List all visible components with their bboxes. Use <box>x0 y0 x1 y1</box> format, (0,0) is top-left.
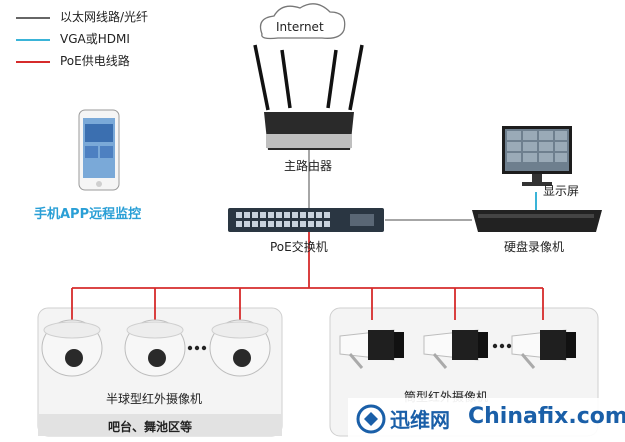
nvr-label: 硬盘录像机 <box>504 240 565 254</box>
legend-poe-swatch <box>16 60 50 63</box>
nvr-icon <box>472 210 602 232</box>
internet-cloud-icon <box>259 3 346 40</box>
bullet-camera-icon <box>339 329 404 369</box>
poe-switch-icon <box>228 208 384 232</box>
bullet-camera-icon <box>511 329 576 369</box>
dome-area-bar <box>38 414 282 436</box>
dome-cameras-label: 半球型红外摄像机 <box>106 392 203 406</box>
monitor-label: 显示屏 <box>543 184 580 198</box>
legend-video-swatch <box>16 38 50 41</box>
dome-area-label: 吧台、舞池区等 <box>108 420 193 434</box>
legend-ethernet: 以太网线路/光纤 <box>16 8 148 25</box>
router-label: 主路由器 <box>284 159 333 173</box>
router-icon <box>253 44 364 150</box>
legend-poe-label: PoE供电线路 <box>60 54 130 68</box>
poe-lines <box>71 232 544 320</box>
monitor-icon <box>502 126 572 186</box>
chinafix-logo-icon <box>356 404 386 434</box>
ellipsis-dots <box>187 345 207 351</box>
watermark-banner: 迅维网 Chinafix.com <box>348 398 625 442</box>
bullet-camera-icon <box>423 329 488 369</box>
watermark-brand-cn: 迅维网 <box>390 408 450 432</box>
dome-camera-icon <box>41 319 103 377</box>
ellipsis-dots <box>492 343 512 349</box>
legend-poe: PoE供电线路 <box>16 52 130 69</box>
mobile-label: 手机APP远程监控 <box>34 207 142 222</box>
phone-icon <box>78 109 120 191</box>
dome-camera-icon <box>209 319 271 377</box>
legend-video: VGA或HDMI <box>16 30 130 47</box>
legend-ethernet-label: 以太网线路/光纤 <box>60 10 149 24</box>
legend-ethernet-swatch <box>16 16 50 19</box>
legend-video-label: VGA或HDMI <box>60 32 130 46</box>
watermark-brand-en: Chinafix.com <box>468 404 625 429</box>
poe-switch-label: PoE交换机 <box>270 240 328 254</box>
dome-camera-icon <box>124 319 186 377</box>
internet-label: Internet <box>276 20 324 34</box>
